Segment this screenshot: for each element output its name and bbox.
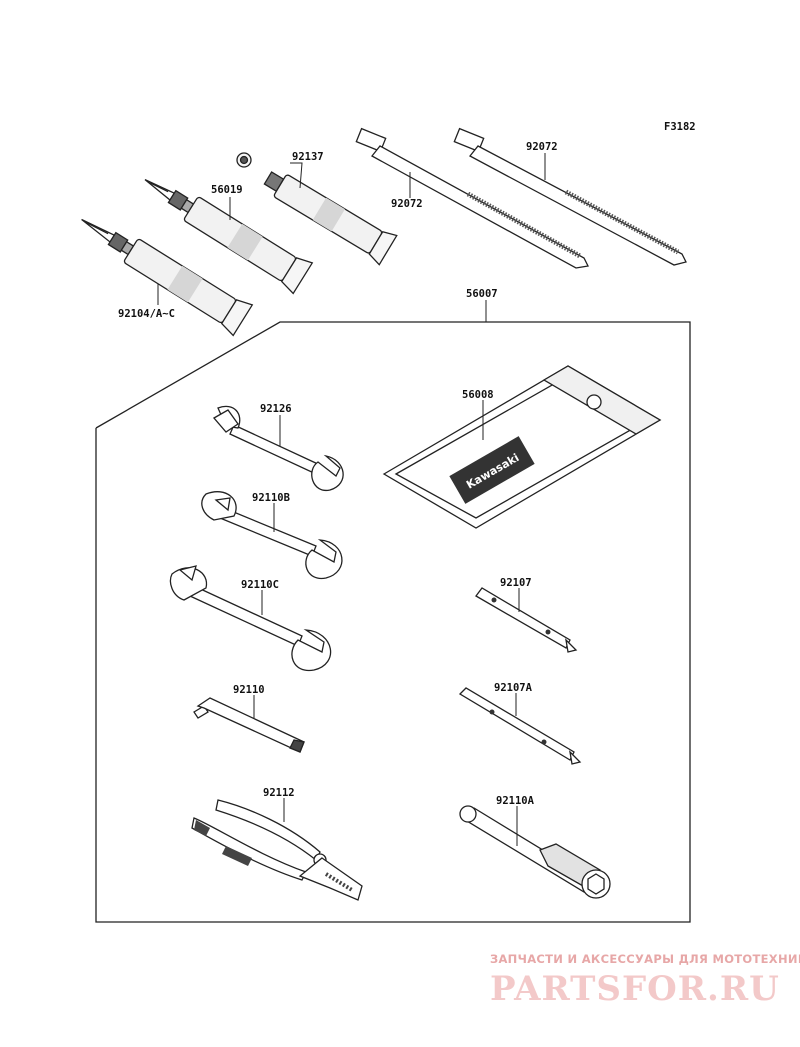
wrench-92110B[interactable] <box>201 491 343 580</box>
label-92126: 92126 <box>260 403 292 415</box>
figure-code: F3182 <box>664 121 696 133</box>
wrench-92110C[interactable] <box>169 565 332 672</box>
tube-92104[interactable] <box>72 204 254 337</box>
tool-case-56008[interactable]: Kawasaki <box>382 365 662 529</box>
watermark-tagline: ЗАПЧАСТИ И АКСЕССУАРЫ ДЛЯ МОТОТЕХНИКИ <box>490 952 800 966</box>
watermark-brand: PARTSFOR.RU <box>490 969 780 1009</box>
label-92107: 92107 <box>500 577 532 589</box>
kit-outline <box>95 321 691 923</box>
label-92110C: 92110C <box>241 579 279 591</box>
label-92072-right: 92072 <box>526 141 558 153</box>
label-92072-left: 92072 <box>391 198 423 210</box>
tube-56019[interactable] <box>135 164 314 295</box>
screwdriver-92107[interactable] <box>475 587 578 653</box>
band-92072-left[interactable] <box>355 127 589 269</box>
label-92104: 92104/A~C <box>118 308 175 320</box>
pliers-92112[interactable] <box>191 799 363 901</box>
label-92112: 92112 <box>263 787 295 799</box>
screwdriver-92107A[interactable] <box>458 687 582 765</box>
leader-92137 <box>290 162 303 189</box>
tube-92137[interactable] <box>236 152 398 266</box>
hex-key-92110[interactable] <box>193 697 305 753</box>
label-92110B: 92110B <box>252 492 290 504</box>
label-92137: 92137 <box>292 151 324 163</box>
band-92072-right[interactable] <box>453 127 687 266</box>
label-92107A: 92107A <box>494 682 533 694</box>
label-56007: 56007 <box>466 288 498 300</box>
label-56008: 56008 <box>462 389 494 401</box>
box-wrench-92110A[interactable] <box>459 805 611 899</box>
label-92110A: 92110A <box>496 795 535 807</box>
wrench-92126[interactable] <box>212 405 344 491</box>
label-92110: 92110 <box>233 684 265 696</box>
label-56019: 56019 <box>211 184 243 196</box>
